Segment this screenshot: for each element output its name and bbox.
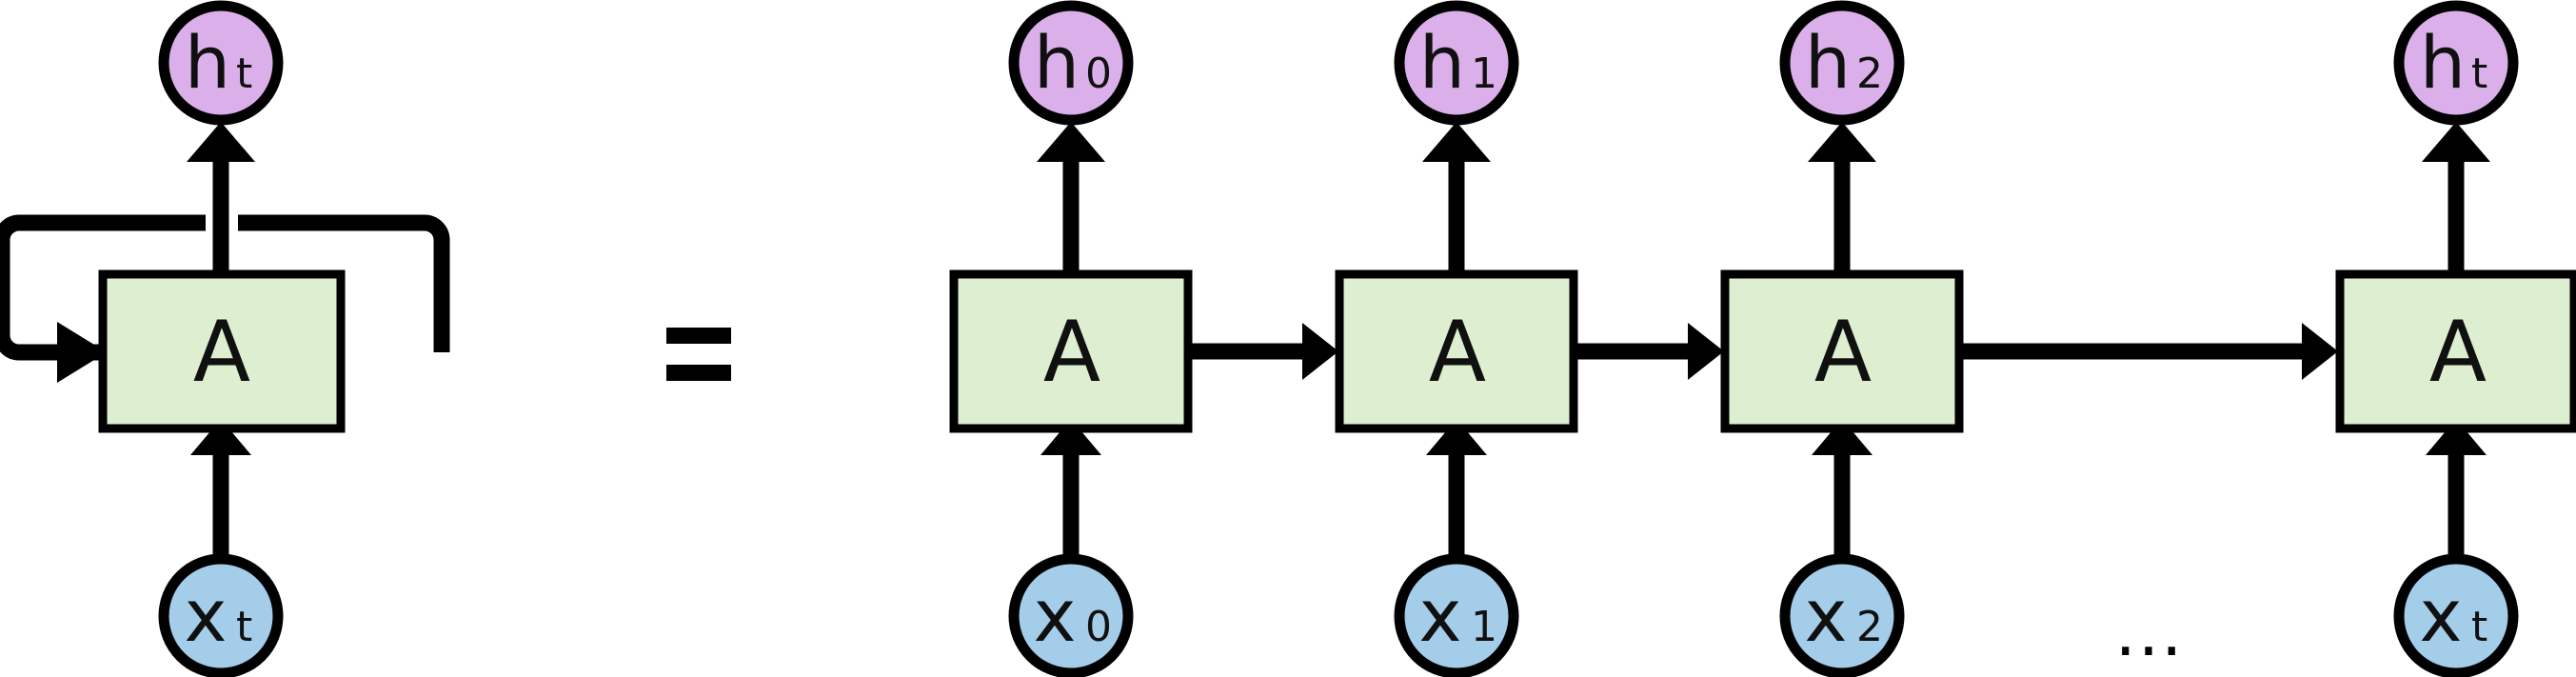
unrolled-step-1: A h 1 x 1 (1335, 0, 1578, 677)
step-0-input-node[interactable] (1008, 553, 1134, 677)
step-t-output-node-base: h (2420, 20, 2466, 105)
step-0-input-arrowhead (1040, 419, 1101, 455)
step-2-output-node-base: h (1805, 20, 1851, 105)
step-1-input-arrowhead (1426, 419, 1487, 455)
step-0-cell-label: A (1043, 303, 1100, 401)
step-1-input-node-subscript: 1 (1471, 603, 1497, 651)
equals-sign (666, 328, 731, 381)
step-t-input-node-base: x (2420, 573, 2463, 658)
step-t-input-arrowhead (2426, 419, 2487, 455)
folded-cell-box[interactable] (98, 269, 346, 433)
folded-input-node-subscript: t (236, 603, 252, 651)
folded-rnn-group: A h t x t (0, 0, 450, 677)
unrolled-rnn-group: A h 0 x 0 A h 1 x 1 (949, 0, 2576, 677)
step-0-output-node-subscript: 0 (1085, 50, 1112, 98)
step-t-input-node-subscript: t (2471, 603, 2487, 651)
step-1-output-node[interactable] (1394, 0, 1519, 126)
step-t-cell-box[interactable] (2335, 269, 2576, 433)
unrolled-step-0: A h 0 x 0 (949, 0, 1193, 677)
loop-arrowhead (57, 322, 107, 383)
folded-input-node-base: x (185, 573, 228, 658)
equals-bar-bottom (666, 365, 731, 381)
step-1-input-node-base: x (1419, 573, 1462, 658)
hidden-state-arrowhead-2-t (2302, 323, 2338, 380)
step-2-input-node[interactable] (1779, 553, 1905, 677)
step-0-output-arrowhead (1037, 122, 1105, 162)
unrolled-step-2: A h 2 x 2 (1720, 0, 1964, 677)
hidden-state-arrowhead-0-1 (1302, 323, 1338, 380)
step-t-input-node[interactable] (2393, 553, 2519, 677)
folded-output-node-base: h (185, 20, 230, 105)
folded-input-node[interactable] (158, 553, 284, 677)
step-0-cell-box[interactable] (949, 269, 1193, 433)
folded-output-node-subscript: t (236, 50, 252, 98)
folded-output-node[interactable] (158, 0, 284, 126)
step-1-cell-label: A (1429, 303, 1486, 401)
step-2-output-node-subscript: 2 (1856, 50, 1883, 98)
step-t-cell-label: A (2429, 303, 2487, 401)
step-0-input-node-subscript: 0 (1085, 603, 1112, 651)
hidden-state-arrowhead-1-2 (1688, 323, 1724, 380)
step-1-cell-box[interactable] (1335, 269, 1578, 433)
step-2-cell-box[interactable] (1720, 269, 1964, 433)
step-2-input-node-subscript: 2 (1856, 603, 1883, 651)
step-2-cell-label: A (1814, 303, 1872, 401)
step-1-output-arrowhead (1422, 122, 1491, 162)
folded-input-arrowhead (190, 419, 251, 455)
step-t-output-node[interactable] (2393, 0, 2519, 126)
step-2-input-arrowhead (1812, 419, 1873, 455)
folded-output-arrowhead (187, 122, 255, 162)
folded-cell-label: A (193, 303, 250, 401)
step-t-output-node-subscript: t (2471, 50, 2487, 98)
step-1-output-node-subscript: 1 (1471, 50, 1497, 98)
step-2-output-arrowhead (1808, 122, 1876, 162)
equals-bar-top (666, 328, 731, 344)
step-1-output-node-base: h (1419, 20, 1465, 105)
step-2-output-node[interactable] (1779, 0, 1905, 126)
step-2-input-node-base: x (1805, 573, 1848, 658)
step-t-output-arrowhead (2422, 122, 2490, 162)
sequence-ellipsis: ... (2115, 593, 2185, 671)
step-0-input-node-base: x (1034, 573, 1077, 658)
unrolled-horizontal-connections (1188, 323, 2338, 380)
step-1-input-node[interactable] (1394, 553, 1519, 677)
recurrent-loop (0, 214, 450, 361)
step-0-output-node[interactable] (1008, 0, 1134, 126)
unrolled-step-t: A h t x t (2335, 0, 2576, 677)
step-0-output-node-base: h (1034, 20, 1080, 105)
